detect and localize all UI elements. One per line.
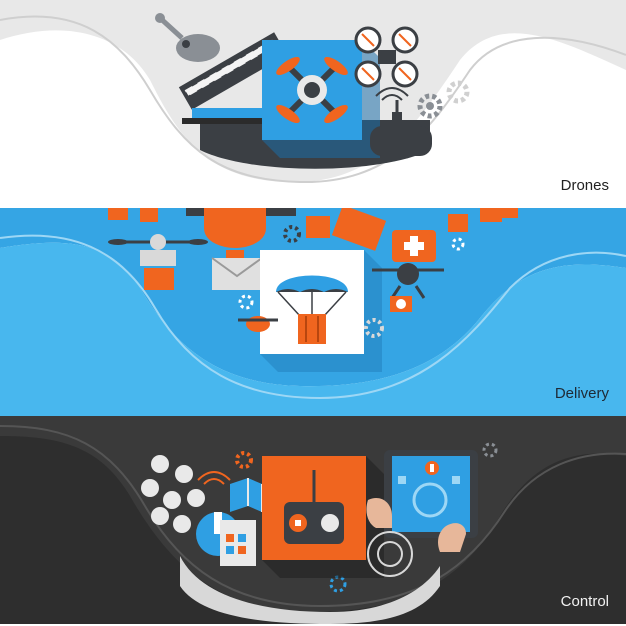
- small-drone-icon: [238, 316, 278, 332]
- keypad-icon: [220, 520, 256, 566]
- crate-icon: [306, 208, 387, 251]
- hand-icon: [366, 497, 466, 552]
- signal-icon: [375, 87, 409, 101]
- delivery-artwork: [0, 208, 626, 416]
- cargo-drone-icon: [108, 234, 208, 290]
- tablet-icon: [384, 450, 478, 538]
- banner-label-drones: Drones: [560, 177, 609, 194]
- gear-icon: [235, 442, 498, 593]
- delivery-banner: Delivery: [0, 208, 626, 416]
- drone-icon: [262, 40, 380, 158]
- medkit-icon: [392, 230, 436, 262]
- submarine-icon: [370, 100, 432, 156]
- control-artwork: [0, 416, 626, 624]
- target-icon: [367, 531, 413, 577]
- gauges-icon: [141, 455, 205, 533]
- envelope-icon: [211, 257, 263, 290]
- probe-icon: [155, 13, 220, 62]
- control-banner: Control: [0, 416, 626, 624]
- gear-icon: [417, 80, 470, 119]
- banner-label-delivery: Delivery: [554, 385, 609, 402]
- gear-icon: [238, 225, 465, 338]
- camera-drone-icon: [372, 263, 444, 312]
- signal-icon: [197, 471, 231, 485]
- drones-banner: Drones: [0, 0, 626, 208]
- remote-controller-icon: [262, 456, 384, 578]
- banner-label-control: Control: [560, 593, 609, 610]
- drones-artwork: [0, 0, 626, 208]
- quadcopter-icon: [354, 26, 419, 88]
- parachute-crate-icon: [260, 250, 382, 372]
